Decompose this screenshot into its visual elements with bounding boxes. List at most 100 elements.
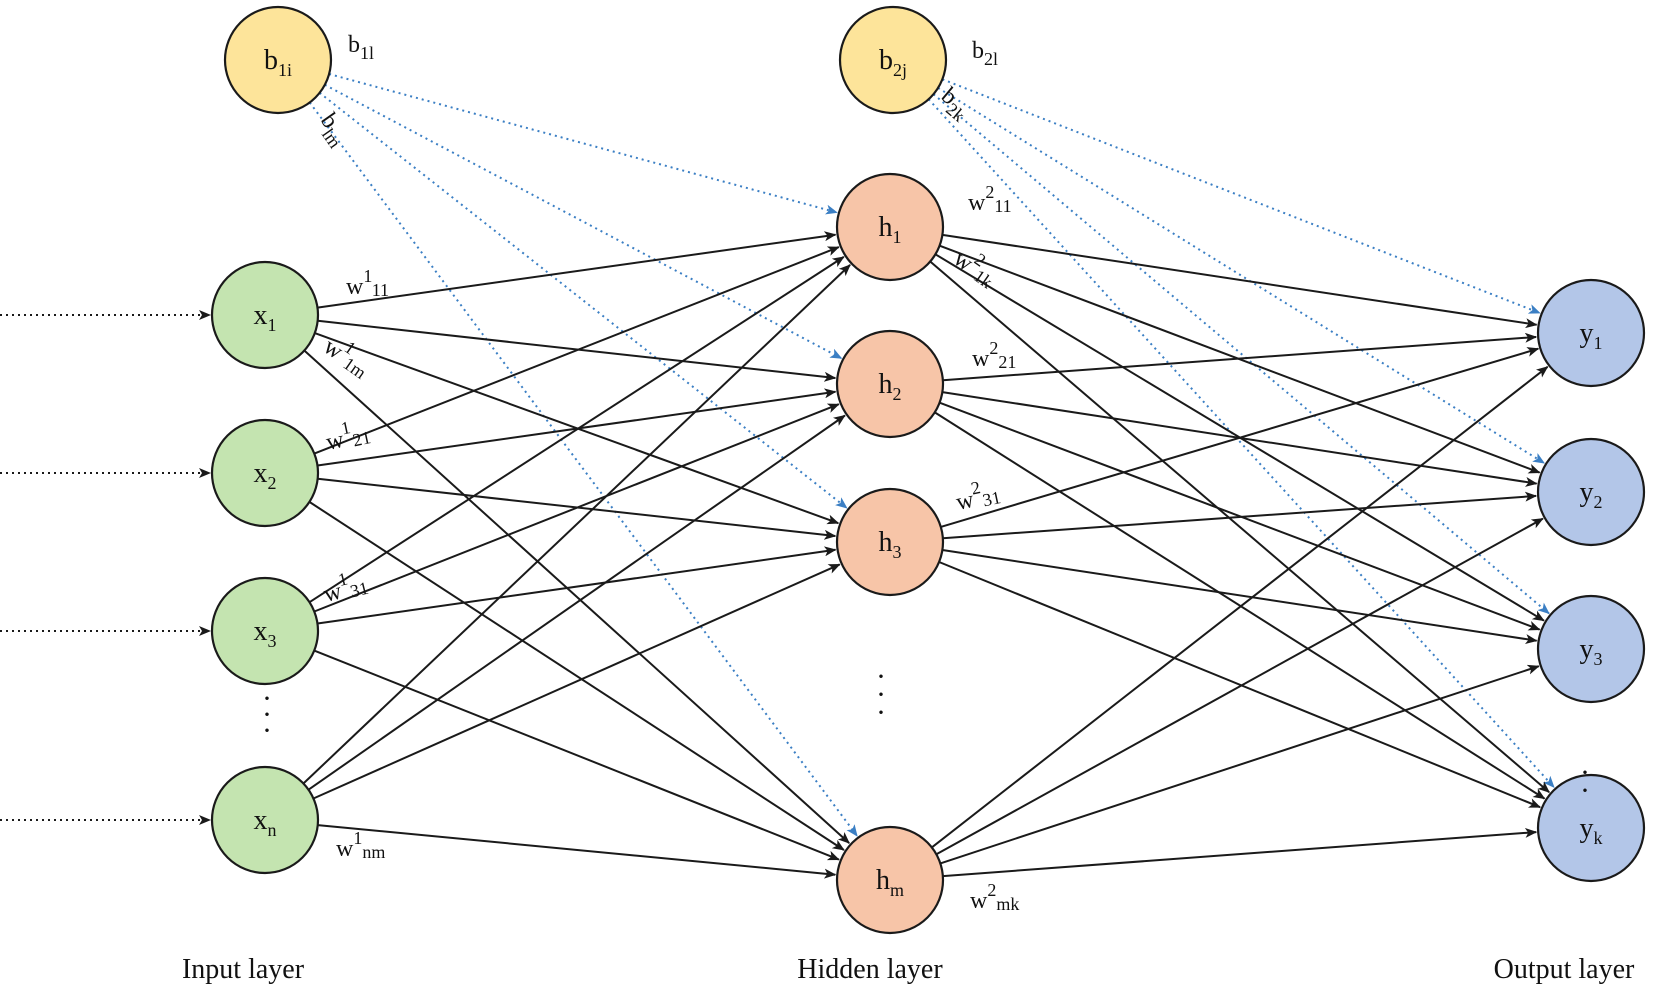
node-label-yk: yk xyxy=(1580,813,1603,848)
weight-edge-xn-h3 xyxy=(312,563,841,800)
node-circle-hm xyxy=(835,825,945,935)
bias-edge-b1-h3 xyxy=(318,92,848,509)
node-h1: h1 xyxy=(835,172,945,282)
output-ellipsis-2: · xyxy=(1580,774,1590,807)
ellipsis-markers: · · · · · · · · xyxy=(262,660,1590,807)
node-circle-y2 xyxy=(1536,437,1646,547)
node-circle-x3 xyxy=(210,576,320,686)
weight-label-w1-21: w121 xyxy=(322,413,372,455)
hidden-ellipsis-3: · xyxy=(876,696,886,729)
node-circle-yk xyxy=(1536,773,1646,883)
node-hm: hm xyxy=(835,825,945,935)
node-y1: y1 xyxy=(1536,278,1646,388)
node-label-b2: b2j xyxy=(879,45,907,80)
node-h2: h2 xyxy=(835,329,945,439)
node-label-h1: h1 xyxy=(879,212,902,247)
weight-label-w1-31: w131 xyxy=(319,564,370,608)
node-x3: x3 xyxy=(210,576,320,686)
hidden-layer-label: Hidden layer xyxy=(797,954,943,985)
node-circle-b2 xyxy=(838,5,948,115)
weight-label-w2-11: w211 xyxy=(968,182,1012,216)
node-b1: b1i xyxy=(223,5,333,115)
node-h3: h3 xyxy=(835,487,945,597)
node-b2: b2j xyxy=(838,5,948,115)
node-label-x2: x2 xyxy=(254,458,277,493)
node-circle-h1 xyxy=(835,172,945,282)
weight-edge-x2-hm xyxy=(308,501,845,851)
node-x2: x2 xyxy=(210,418,320,528)
node-label-xn: xn xyxy=(254,805,277,840)
bias-edge-b2-y2 xyxy=(937,87,1546,464)
output-ellipsis-1: · xyxy=(1580,756,1590,789)
weight-label-w1-1m: w11m xyxy=(319,327,378,383)
weight-edge-x1-hm xyxy=(303,349,850,844)
bias-edge-b1-hm xyxy=(308,101,858,837)
weight-edge-hm-y2 xyxy=(935,517,1544,856)
weight-edge-x3-hm xyxy=(313,649,840,861)
weight-edge-h3-y2 xyxy=(942,491,1538,540)
bias-edge-b1-h2 xyxy=(324,83,843,360)
weight-label-w1-11: w111 xyxy=(346,266,389,300)
node-y2: y2 xyxy=(1536,437,1646,547)
weight-label-w1-nm: w1nm xyxy=(336,828,385,862)
weight-label-b1m: blm xyxy=(311,109,354,152)
node-circle-x2 xyxy=(210,418,320,528)
bias-edge-b2-y3 xyxy=(932,93,1550,615)
weight-edge-h1-yk xyxy=(929,260,1550,793)
weight-edge-x3-h2 xyxy=(313,403,840,613)
node-label-h2: h2 xyxy=(879,369,902,404)
weight-edge-hm-y3 xyxy=(939,664,1540,865)
node-circle-x1 xyxy=(210,260,320,370)
input-ellipsis-2: · xyxy=(262,698,272,731)
weight-label-b1l: b1l xyxy=(348,32,374,63)
node-xn: xn xyxy=(210,765,320,875)
node-circle-b1 xyxy=(223,5,333,115)
weight-edge-h3-y1 xyxy=(940,347,1540,528)
node-y3: y3 xyxy=(1536,594,1646,704)
weight-label-w2-mk: w2mk xyxy=(970,880,1019,914)
weight-edge-h2-yk xyxy=(934,411,1546,800)
input-ellipsis-1: · xyxy=(262,682,272,715)
input-arrows xyxy=(0,310,211,825)
node-yk: yk xyxy=(1536,773,1646,883)
weight-connections xyxy=(302,231,1550,879)
node-circle-y1 xyxy=(1536,278,1646,388)
weight-edge-xn-h2 xyxy=(307,414,846,791)
node-circle-h2 xyxy=(835,329,945,439)
input-ellipsis-3: · xyxy=(262,714,272,747)
weight-edge-x1-h1 xyxy=(317,231,837,309)
weight-edge-x3-h1 xyxy=(308,256,845,604)
node-label-x1: x1 xyxy=(254,300,277,335)
weight-edge-hm-yk xyxy=(942,827,1538,878)
weight-edge-xn-hm xyxy=(317,824,837,879)
input-layer-label: Input layer xyxy=(182,954,305,985)
bias-edge-b2-y1 xyxy=(942,78,1541,314)
node-circle-y3 xyxy=(1536,594,1646,704)
weight-edge-xn-h1 xyxy=(302,264,851,785)
node-label-y2: y2 xyxy=(1580,477,1603,512)
weight-edge-x3-h3 xyxy=(317,546,837,625)
bias-connections xyxy=(308,73,1555,837)
bias-edge-b1-h1 xyxy=(328,73,838,215)
bias-edge-b2-yk xyxy=(927,98,1555,789)
weight-edge-x2-h1 xyxy=(313,246,840,455)
node-label-y1: y1 xyxy=(1580,318,1603,353)
neuron-nodes: b1i b2j x1 x2 x3 xn h1 h2 h3 hm y1 y2 y3 yk xyxy=(210,5,1646,935)
node-label-b1: b1i xyxy=(264,45,292,80)
node-label-hm: hm xyxy=(876,865,904,900)
output-layer-label: Output layer xyxy=(1494,954,1635,985)
node-label-x3: x3 xyxy=(254,616,277,651)
weight-label-w2-31: w231 xyxy=(952,473,1002,515)
weight-edge-h3-y3 xyxy=(942,549,1538,644)
hidden-ellipsis-2: · xyxy=(876,678,886,711)
node-label-h3: h3 xyxy=(879,527,902,562)
weight-labels: b1l blm b2l b2k w111 w11m w121 w131 w1nm… xyxy=(311,32,1019,914)
node-circle-xn xyxy=(210,765,320,875)
node-x1: x1 xyxy=(210,260,320,370)
weight-label-b21: b2l xyxy=(972,38,998,69)
weight-label-w2-21: w221 xyxy=(972,338,1016,372)
weight-edge-hm-y1 xyxy=(931,366,1549,849)
weight-edge-h1-y1 xyxy=(942,233,1538,329)
hidden-ellipsis-1: · xyxy=(876,660,886,693)
